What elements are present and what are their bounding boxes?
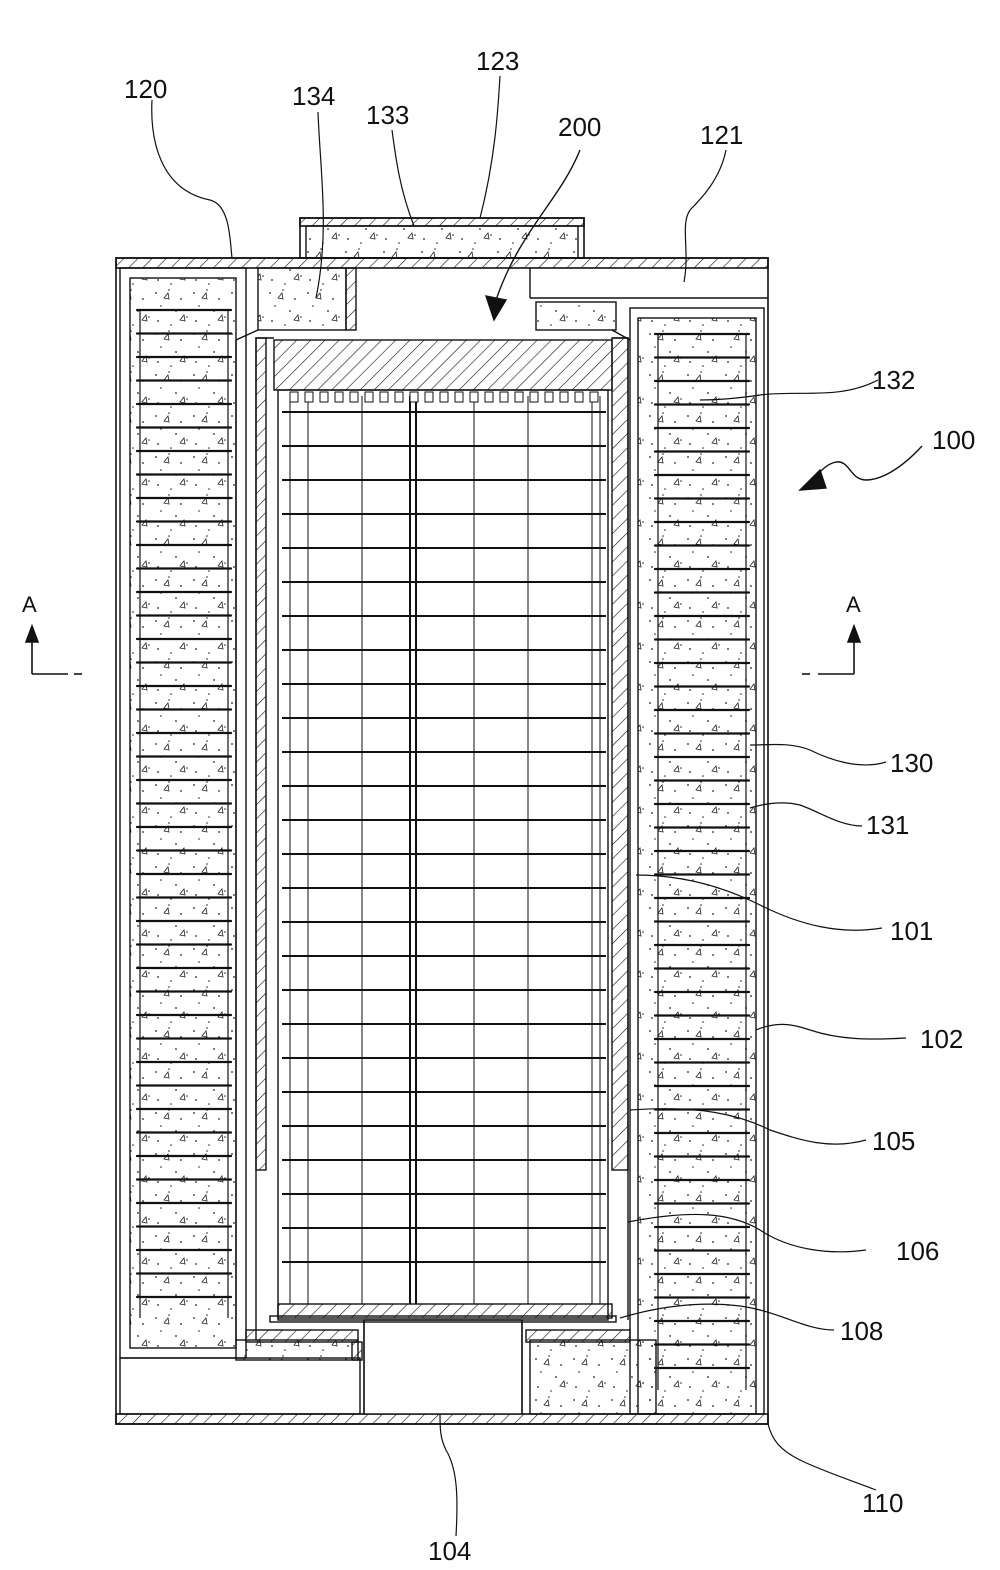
rack-tooth [470,392,478,402]
rack-tooth [290,392,298,402]
rack-tooth [320,392,328,402]
top-insulation [258,226,768,330]
rack-tooth [485,392,493,402]
rack-tooth [455,392,463,402]
label-106: 106 [896,1236,939,1266]
label-121: 121 [700,120,743,150]
rack-tooth [500,392,508,402]
rack-tooth [305,392,313,402]
rack-tooth [515,392,523,402]
label-110: 110 [862,1488,903,1518]
label-108: 108 [840,1316,883,1346]
rack-tooth [575,392,583,402]
rack-tooth [395,392,403,402]
section-label-right: A [846,592,861,617]
inner-chamber [236,330,630,1414]
rack-tooth [365,392,373,402]
rack-tooth [410,392,418,402]
label-200: 200 [558,112,601,142]
label-100: 100 [932,425,975,455]
label-102: 102 [920,1024,963,1054]
label-132: 132 [872,365,915,395]
label-130: 130 [890,748,933,778]
section-label-left: A [22,592,37,617]
rack-tooth [380,392,388,402]
rack-tooth [530,392,538,402]
label-120: 120 [124,74,167,104]
label-101: 101 [890,916,933,946]
section-marker-left [26,626,82,674]
left-heater-jacket [120,268,360,1414]
rack-tooth [440,392,448,402]
label-131: 131 [866,810,909,840]
section-marker-right [802,626,860,674]
label-123: 123 [476,46,519,76]
rack-tooth [590,392,598,402]
rack-tooth [545,392,553,402]
label-105: 105 [872,1126,915,1156]
assembly-arrow [800,446,922,490]
label-104: 104 [428,1536,471,1565]
rack-tooth [425,392,433,402]
rack-tooth [350,392,358,402]
wafer-rack-grid [282,392,606,1304]
label-134: 134 [292,81,335,111]
rack-tooth [335,392,343,402]
label-133: 133 [366,100,409,130]
wafer-boat [270,340,616,1322]
rack-tooth [560,392,568,402]
